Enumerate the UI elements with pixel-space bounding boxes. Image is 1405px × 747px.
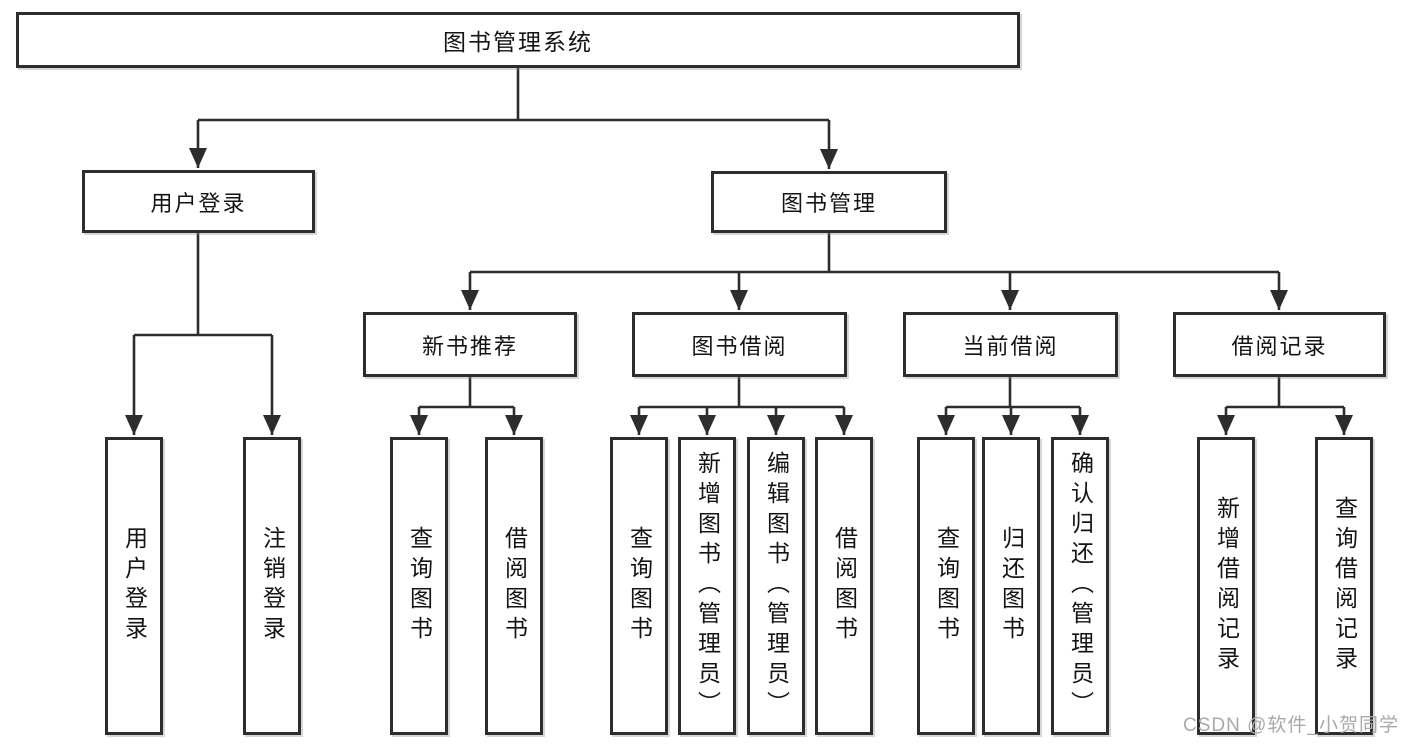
node-book-management-label: 图书管理 bbox=[780, 191, 877, 216]
node-new-book-recommendation: 新书推荐 bbox=[363, 312, 577, 377]
leaf-logout: 注销登录 bbox=[243, 437, 301, 735]
node-user-login-label: 用户登录 bbox=[150, 190, 247, 216]
leaf-query-books-current-label: 查询图书 bbox=[933, 526, 960, 646]
node-borrowing-records-label: 借阅记录 bbox=[1231, 333, 1328, 359]
node-current-borrowing: 当前借阅 bbox=[903, 312, 1118, 377]
leaf-query-borrow-record-label: 查询借阅记录 bbox=[1331, 496, 1358, 676]
node-current-borrowing-label: 当前借阅 bbox=[962, 333, 1059, 359]
node-book-management: 图书管理 bbox=[711, 171, 947, 233]
leaf-borrow-books-label: 借阅图书 bbox=[831, 526, 858, 646]
node-user-login: 用户登录 bbox=[82, 170, 315, 233]
node-book-borrowing: 图书借阅 bbox=[632, 312, 847, 377]
leaf-logout-label: 注销登录 bbox=[259, 526, 286, 646]
leaf-confirm-return-admin-label: 确认归还（管理员） bbox=[1067, 451, 1094, 721]
leaf-return-book: 归还图书 bbox=[982, 437, 1040, 735]
leaf-user-login-label: 用户登录 bbox=[121, 526, 148, 646]
leaf-add-borrow-record-label: 新增借阅记录 bbox=[1213, 496, 1240, 676]
node-new-book-recommendation-label: 新书推荐 bbox=[421, 333, 518, 359]
leaf-borrow-books: 借阅图书 bbox=[815, 437, 873, 735]
leaf-user-login: 用户登录 bbox=[105, 437, 163, 735]
csdn-watermark: CSDN @软件_小贺同学 bbox=[1183, 715, 1399, 736]
node-borrowing-records: 借阅记录 bbox=[1173, 312, 1386, 377]
node-library-system: 图书管理系统 bbox=[16, 12, 1020, 68]
leaf-add-book-admin-label: 新增图书（管理员） bbox=[694, 451, 721, 721]
leaf-edit-book-admin-label: 编辑图书（管理员） bbox=[763, 451, 790, 721]
leaf-query-books-borrowing-label: 查询图书 bbox=[626, 526, 653, 646]
leaf-query-borrow-record: 查询借阅记录 bbox=[1315, 437, 1373, 735]
leaf-borrow-books-recommend: 借阅图书 bbox=[485, 437, 543, 735]
leaf-query-books-current: 查询图书 bbox=[917, 437, 975, 735]
leaf-borrow-books-recommend-label: 借阅图书 bbox=[501, 526, 528, 646]
leaf-return-book-label: 归还图书 bbox=[998, 526, 1025, 646]
node-library-system-label: 图书管理系统 bbox=[443, 29, 593, 55]
leaf-query-books-recommend: 查询图书 bbox=[390, 437, 448, 735]
leaf-add-book-admin: 新增图书（管理员） bbox=[678, 437, 736, 735]
node-book-borrowing-label: 图书借阅 bbox=[691, 333, 788, 359]
leaf-query-books-borrowing: 查询图书 bbox=[610, 437, 668, 735]
leaf-confirm-return-admin: 确认归还（管理员） bbox=[1051, 437, 1109, 735]
leaf-add-borrow-record: 新增借阅记录 bbox=[1197, 437, 1255, 735]
leaf-query-books-recommend-label: 查询图书 bbox=[406, 526, 433, 646]
leaf-edit-book-admin: 编辑图书（管理员） bbox=[747, 437, 805, 735]
